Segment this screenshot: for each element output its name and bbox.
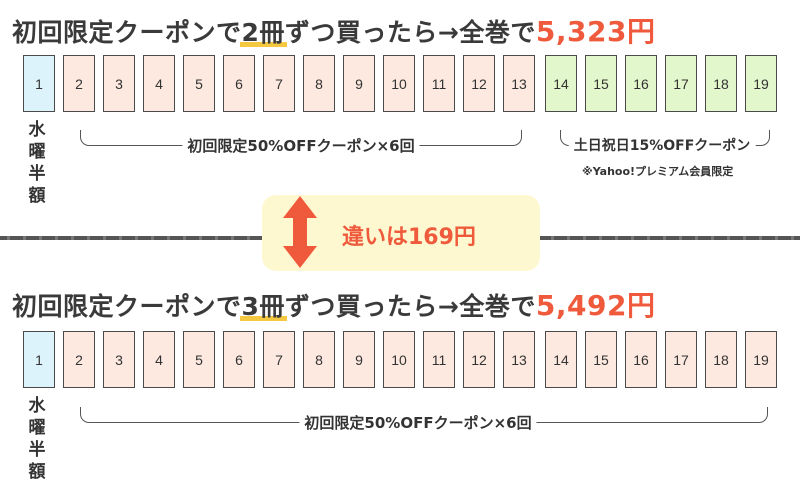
bottom-half-price-char-2: 曜 [28, 418, 46, 438]
top-volume-10: 10 [383, 55, 415, 112]
top-volume-3: 3 [103, 55, 135, 112]
top-volume-13: 13 [503, 55, 535, 112]
bottom-volume-11: 11 [423, 331, 455, 388]
top-volume-18: 18 [705, 55, 737, 112]
top-volume-8: 8 [303, 55, 335, 112]
top-headline-pre: 初回限定クーポンで [12, 18, 242, 47]
bottom-volume-9: 9 [343, 331, 375, 388]
bottom-volume-7: 7 [263, 331, 295, 388]
bottom-half-price-char-4: 額 [28, 462, 46, 482]
bottom-volume-10: 10 [383, 331, 415, 388]
top-weekend-label: 土日祝日15%OFFクーポン [568, 135, 756, 155]
bottom-half-price-char-3: 半 [28, 440, 46, 460]
bottom-volume-1: 1 [23, 331, 55, 388]
top-volume-17: 17 [665, 55, 697, 112]
top-half-price-char-4: 額 [28, 186, 46, 206]
top-volume-2: 2 [63, 55, 95, 112]
top-half-price-label: 水 曜 半 額 [25, 119, 49, 207]
top-half-price-char-2: 曜 [28, 142, 46, 162]
top-volume-12: 12 [463, 55, 495, 112]
top-volume-16: 16 [625, 55, 657, 112]
bottom-volume-13: 13 [503, 331, 535, 388]
bottom-headline-count: 3冊 [241, 292, 285, 321]
top-headline-count: 2冊 [241, 18, 285, 47]
top-volume-7: 7 [263, 55, 295, 112]
difference-text: 違いは169円 [342, 225, 476, 250]
top-half-price-char-1: 水 [28, 120, 46, 140]
top-headline: 初回限定クーポンで2冊ずつ買ったら→全巻で5,323円 [12, 10, 655, 50]
bottom-headline-price: 5,492円 [535, 289, 656, 322]
bottom-volume-3: 3 [103, 331, 135, 388]
up-down-arrow-icon [283, 196, 317, 268]
bottom-volume-12: 12 [463, 331, 495, 388]
top-headline-price: 5,323円 [535, 15, 656, 48]
top-volume-9: 9 [343, 55, 375, 112]
bottom-volume-14: 14 [545, 331, 577, 388]
top-volume-1: 1 [23, 55, 55, 112]
bottom-headline-pre: 初回限定クーポンで [12, 292, 242, 321]
bottom-volume-2: 2 [63, 331, 95, 388]
bottom-coupon-label: 初回限定50%OFFクーポン×6回 [299, 412, 537, 433]
bottom-volume-17: 17 [665, 331, 697, 388]
top-premium-note: ※Yahoo!プレミアム会員限定 [582, 165, 734, 178]
bottom-volume-15: 15 [585, 331, 617, 388]
bottom-volume-16: 16 [625, 331, 657, 388]
bottom-volume-4: 4 [143, 331, 175, 388]
top-coupon-label: 初回限定50%OFFクーポン×6回 [182, 135, 420, 156]
top-half-price-char-3: 半 [28, 164, 46, 184]
bottom-half-price-char-1: 水 [28, 396, 46, 416]
top-volume-14: 14 [545, 55, 577, 112]
top-volume-19: 19 [745, 55, 777, 112]
bottom-headline-mid: ずつ買ったら→全巻で [284, 292, 536, 321]
bottom-volume-5: 5 [183, 331, 215, 388]
top-volume-15: 15 [585, 55, 617, 112]
bottom-volume-6: 6 [223, 331, 255, 388]
bottom-volume-19: 19 [745, 331, 777, 388]
top-volume-5: 5 [183, 55, 215, 112]
bottom-volume-18: 18 [705, 331, 737, 388]
top-volume-6: 6 [223, 55, 255, 112]
top-headline-mid: ずつ買ったら→全巻で [284, 18, 536, 47]
bottom-headline: 初回限定クーポンで3冊ずつ買ったら→全巻で5,492円 [12, 284, 655, 324]
bottom-half-price-label: 水 曜 半 額 [25, 395, 49, 483]
bottom-volume-8: 8 [303, 331, 335, 388]
top-volume-4: 4 [143, 55, 175, 112]
top-volume-11: 11 [423, 55, 455, 112]
